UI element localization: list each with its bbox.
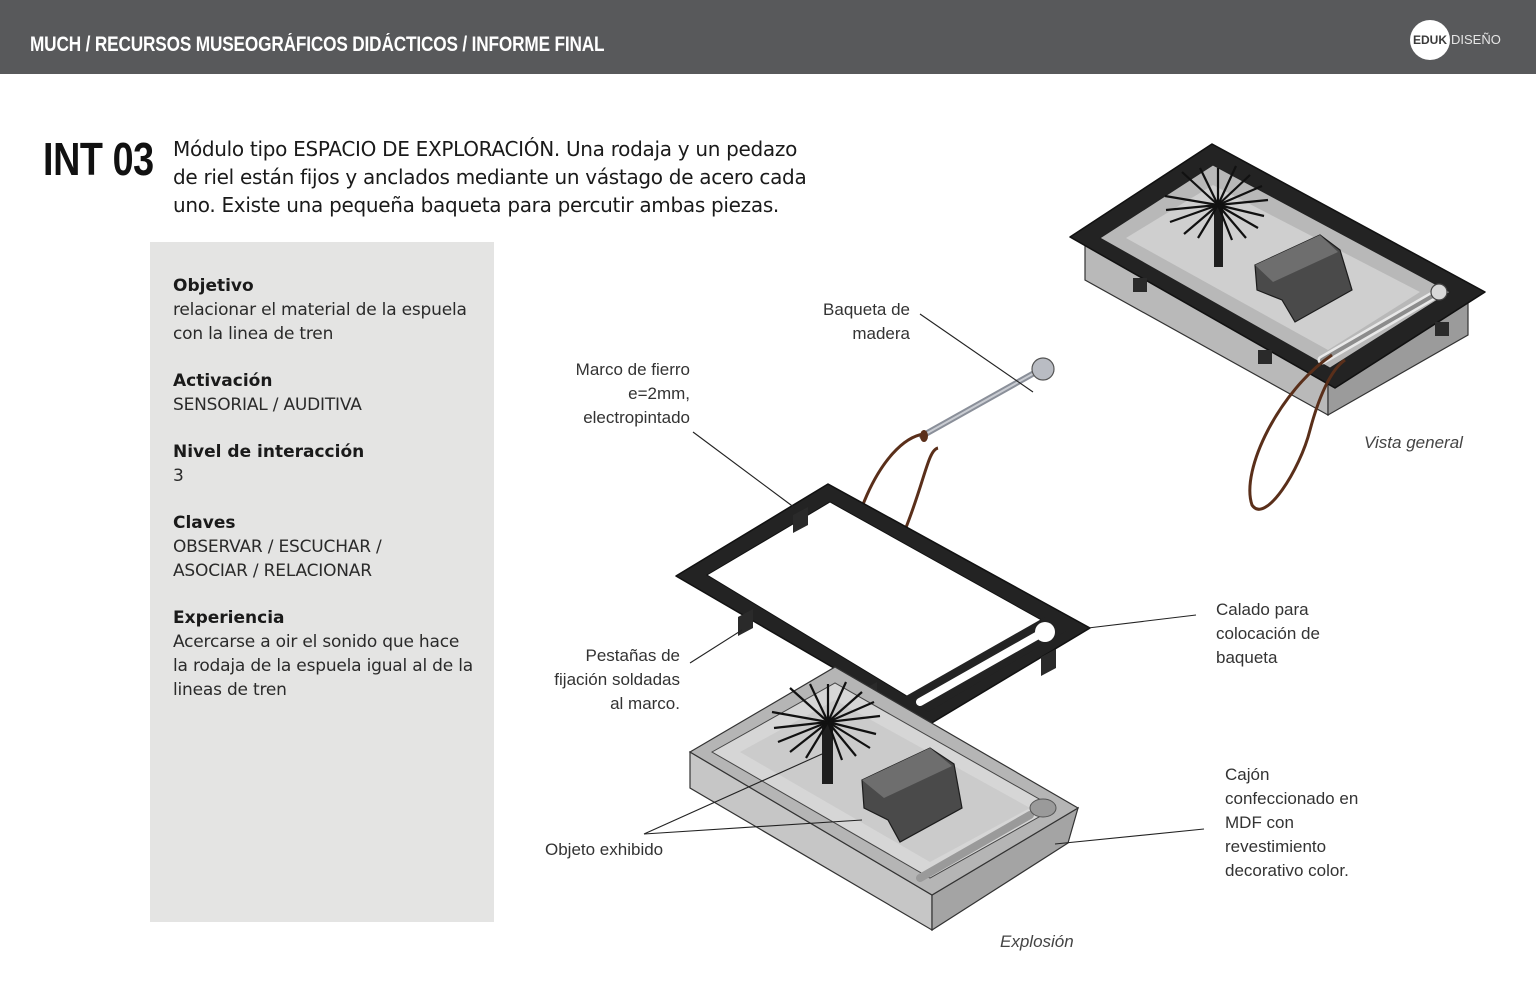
callout-baqueta: Baqueta de madera — [780, 298, 910, 346]
module-description: Módulo tipo ESPACIO DE EXPLORACIÓN. Una … — [173, 137, 807, 217]
callout-line: Objeto exhibido — [545, 840, 664, 859]
assembled-tab — [1258, 350, 1272, 364]
callout-line: Marco de fierro — [575, 360, 690, 379]
callout-marco: Marco de fierro e=2mm, electropintado — [540, 358, 690, 430]
header-title: MUCH / RECURSOS MUSEOGRÁFICOS DIDÁCTICOS… — [30, 33, 605, 56]
callout-line: baqueta — [1216, 648, 1278, 667]
assembled-spur — [1164, 165, 1269, 241]
info-label: Claves — [173, 513, 236, 533]
callout-line: Calado para — [1216, 600, 1309, 619]
exploded-frame — [675, 483, 1091, 725]
assembled-spur-stem — [1214, 205, 1223, 267]
callout-line: revestimiento — [1225, 837, 1327, 856]
callout-line: electropintado — [583, 408, 690, 427]
callout-cajon: Cajón confeccionado en MDF con revestimi… — [1225, 763, 1395, 883]
info-label: Activación — [173, 371, 273, 391]
assembled-tab — [1435, 322, 1449, 336]
info-value: SENSORIAL / AUDITIVA — [173, 395, 362, 415]
info-objetivo: Objetivo relacionar el material de la es… — [173, 274, 483, 346]
info-panel: Objetivo relacionar el material de la es… — [150, 242, 494, 922]
info-label: Experiencia — [173, 608, 285, 628]
assembled-stick-ball — [1430, 283, 1448, 301]
callout-line: fijación soldadas — [554, 670, 680, 689]
brand-mark: EDUK — [1410, 20, 1450, 60]
info-activacion: Activación SENSORIAL / AUDITIVA — [173, 369, 483, 417]
callout-line: Baqueta de — [823, 300, 910, 319]
brand-word: DISEÑO — [1451, 32, 1501, 47]
callout-line: Pestañas de — [585, 646, 680, 665]
assembled-stick — [1320, 292, 1438, 362]
caption-vista-general: Vista general — [1364, 433, 1463, 452]
info-value: OBSERVAR / ESCUCHAR / ASOCIAR / RELACION… — [173, 537, 382, 581]
info-label: Objetivo — [173, 276, 254, 296]
exploded-stick — [919, 357, 1055, 442]
info-value: relacionar el material de la espuela con… — [173, 300, 467, 344]
info-experiencia: Experiencia Acercarse a oir el sonido qu… — [173, 606, 483, 702]
info-label: Nivel de interacción — [173, 442, 365, 462]
assembled-tab — [1133, 278, 1147, 292]
info-value: 3 — [173, 466, 184, 486]
header-bar: MUCH / RECURSOS MUSEOGRÁFICOS DIDÁCTICOS… — [0, 0, 1536, 74]
assembled-cord — [1248, 353, 1346, 511]
caption-explosion: Explosión — [1000, 932, 1074, 951]
callout-line: decorativo color. — [1225, 861, 1349, 880]
callout-objeto: Objeto exhibido — [545, 838, 705, 862]
callout-line: MDF con — [1225, 813, 1294, 832]
info-value: Acercarse a oir el sonido que hace la ro… — [173, 632, 473, 700]
callout-line: al marco. — [610, 694, 680, 713]
info-nivel: Nivel de interacción 3 — [173, 440, 483, 488]
assembled-rail-top — [1255, 235, 1338, 282]
callout-line: colocación de — [1216, 624, 1320, 643]
callout-pestanas: Pestañas de fijación soldadas al marco. — [520, 644, 680, 716]
assembled-view — [1069, 143, 1486, 511]
callout-line: confeccionado en — [1225, 789, 1359, 808]
leader-lines — [643, 313, 1205, 845]
callout-line: madera — [852, 324, 910, 343]
callout-calado: Calado para colocación de baqueta — [1216, 598, 1376, 670]
callout-line: e=2mm, — [628, 384, 690, 403]
info-claves: Claves OBSERVAR / ESCUCHAR / ASOCIAR / R… — [173, 511, 483, 583]
module-code: INT 03 — [43, 133, 154, 185]
exploded-box — [688, 666, 1080, 932]
callout-line: Cajón — [1225, 765, 1270, 784]
